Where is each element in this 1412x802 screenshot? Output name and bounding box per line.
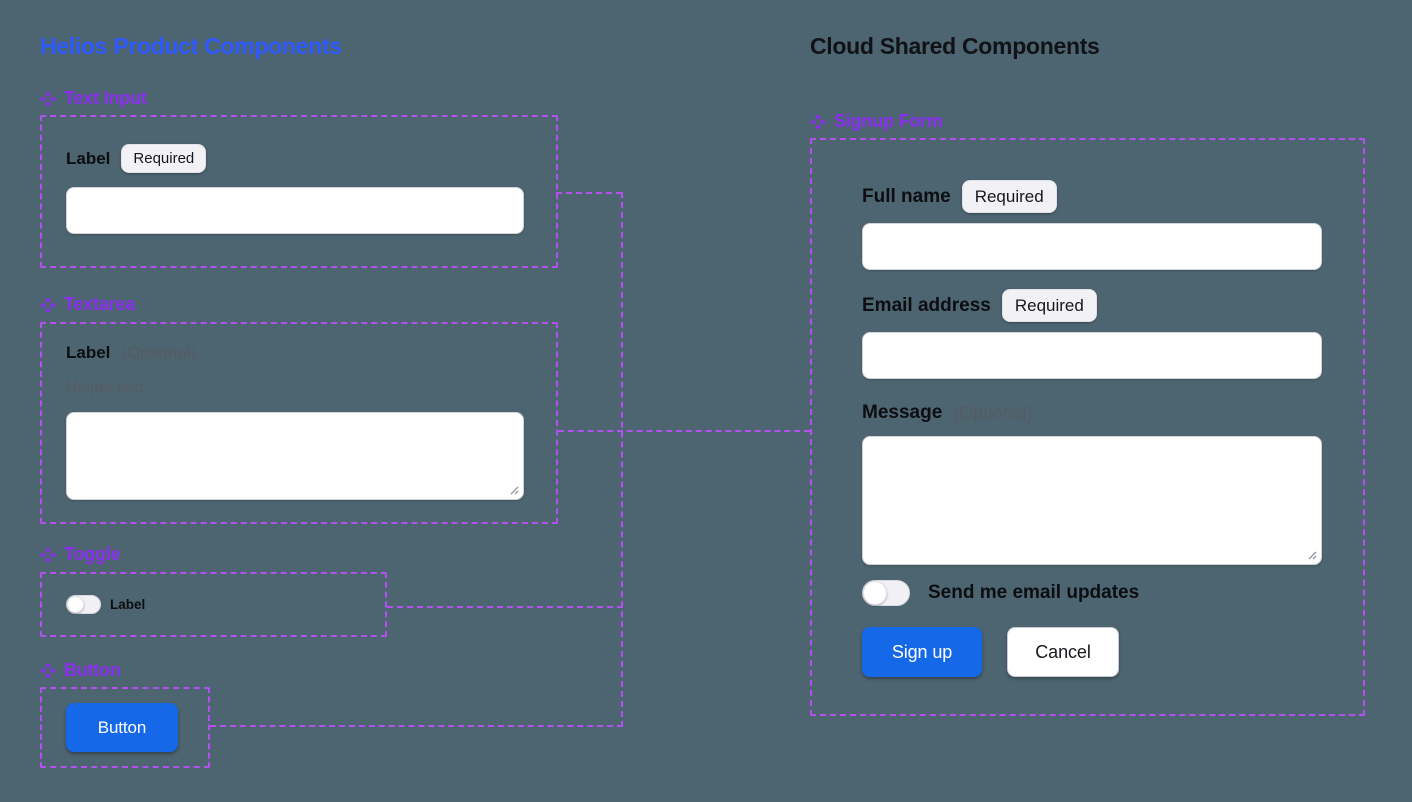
textarea-wrapper [66,412,524,500]
connector-button [210,725,623,727]
left-panel-title: Helios Product Components [40,33,342,59]
button-component-box [40,687,210,768]
component-diamond-icon [40,546,56,563]
component-diamond-icon [810,113,826,130]
email-updates-toggle[interactable] [862,580,910,606]
component-diamond-icon [40,90,56,107]
required-badge: Required [1001,289,1097,322]
email-label: Email address [862,294,991,316]
toggle-switch[interactable] [66,595,101,614]
toggle-component-box [40,572,387,637]
text-input-label-row: Label Required [66,144,207,173]
email-updates-toggle-row: Send me email updates [862,580,1139,606]
connector-toggle [387,606,623,608]
email-input[interactable] [862,332,1322,379]
connector-text-input [556,192,622,194]
toggle-knob[interactable] [863,581,887,605]
required-badge: Required [121,144,207,173]
component-diamond-icon [40,296,56,313]
component-name-label: Signup Form [834,111,943,131]
optional-hint: (Optional) [121,343,197,362]
full-name-label: Full name [862,185,951,207]
required-badge: Required [961,180,1057,213]
component-name-label: Text Input [64,88,147,108]
message-label: Message [862,402,943,423]
field-label: Label [66,343,111,362]
toggle-knob[interactable] [67,596,84,613]
textarea-label-row: Label (Optional) [66,343,196,363]
component-name-label: Toggle [64,544,121,564]
component-header-text-input: Text Input [40,88,147,109]
email-label-row: Email address Required [862,289,1097,322]
connector-textarea-to-signup [558,430,810,432]
toggle-row: Label [66,595,145,614]
message-textarea-wrapper [862,436,1322,565]
component-header-textarea: Textarea [40,294,135,315]
sample-button[interactable]: Button [66,703,178,752]
text-input-field[interactable] [66,187,524,234]
full-name-input[interactable] [862,223,1322,270]
helper-text: Helper text [66,379,144,396]
textarea-field[interactable] [66,412,524,500]
message-textarea[interactable] [862,436,1322,565]
signup-form-component-box [810,138,1365,716]
component-name-label: Button [64,660,121,680]
message-label-row: Message (Optional) [862,402,1032,424]
component-header-signup-form: Signup Form [810,111,943,132]
right-panel-title: Cloud Shared Components [810,33,1100,59]
component-header-button: Button [40,660,121,681]
component-name-label: Textarea [64,294,136,314]
text-input-component-box [40,115,558,268]
full-name-label-row: Full name Required [862,180,1057,213]
connector-trunk [621,192,623,727]
toggle-label: Label [110,597,146,612]
component-header-toggle: Toggle [40,544,121,565]
field-label: Label [66,148,111,168]
optional-hint: (Optional) [953,402,1033,423]
email-updates-label: Send me email updates [928,582,1140,603]
textarea-component-box [40,322,558,524]
cancel-button[interactable]: Cancel [1007,627,1119,677]
sign-up-button[interactable]: Sign up [862,627,982,677]
component-diamond-icon [40,662,56,679]
